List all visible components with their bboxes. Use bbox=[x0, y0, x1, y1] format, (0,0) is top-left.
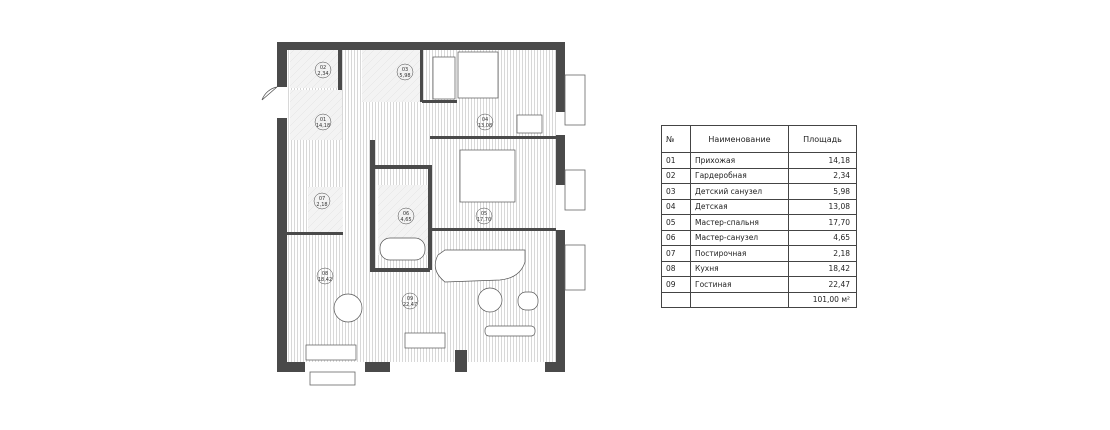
room-label-02: 022,34 bbox=[314, 61, 332, 79]
floor-kids-bath-tile bbox=[362, 50, 422, 102]
entry-door bbox=[261, 86, 278, 101]
cell-area: 14,18 bbox=[788, 152, 857, 169]
cell-area: 18,42 bbox=[788, 260, 857, 277]
cell-number: 08 bbox=[661, 260, 691, 277]
room-label-06: 064,65 bbox=[397, 207, 415, 225]
windows bbox=[309, 74, 586, 386]
cell-name: Постирочная bbox=[690, 245, 789, 262]
cell-name: Детский санузел bbox=[690, 183, 789, 200]
furniture bbox=[305, 51, 543, 361]
walls bbox=[277, 42, 565, 372]
header-number: № bbox=[661, 125, 691, 153]
svg-text:17,70: 17,70 bbox=[477, 217, 491, 223]
svg-text:04: 04 bbox=[482, 117, 488, 123]
svg-text:07: 07 bbox=[319, 196, 325, 202]
table-total-row: 101,00 м² bbox=[661, 291, 857, 308]
cell-name: Гостиная bbox=[690, 276, 789, 293]
svg-text:5,98: 5,98 bbox=[399, 73, 410, 79]
cell-area: 5,98 bbox=[788, 183, 857, 200]
table-header: № Наименование Площадь bbox=[661, 125, 857, 153]
header-name: Наименование bbox=[690, 125, 789, 153]
cell-number: 05 bbox=[661, 214, 691, 231]
svg-text:05: 05 bbox=[481, 211, 487, 217]
header-area: Площадь bbox=[788, 125, 857, 153]
floor-laundry-tile bbox=[308, 187, 343, 232]
total-area: 101,00 м² bbox=[788, 291, 857, 308]
cell-area: 4,65 bbox=[788, 229, 857, 246]
cell-name: Гардеробная bbox=[690, 167, 789, 184]
cell-number: 09 bbox=[661, 276, 691, 293]
cell-area: 2,34 bbox=[788, 167, 857, 184]
cell-name: Кухня bbox=[690, 260, 789, 277]
cell-number: 07 bbox=[661, 245, 691, 262]
floor-wardrobe-tile bbox=[290, 50, 342, 88]
cell-area: 2,18 bbox=[788, 245, 857, 262]
cell-area: 13,08 bbox=[788, 198, 857, 215]
cell-area: 17,70 bbox=[788, 214, 857, 231]
room-label-07: 072,18 bbox=[313, 192, 331, 210]
cell-name: Прихожая bbox=[690, 152, 789, 169]
cell-area: 22,47 bbox=[788, 276, 857, 293]
svg-text:02: 02 bbox=[320, 65, 326, 71]
cell-number: 01 bbox=[661, 152, 691, 169]
room-label-03: 035,98 bbox=[396, 63, 414, 81]
svg-text:2,18: 2,18 bbox=[316, 202, 327, 208]
svg-text:13,08: 13,08 bbox=[478, 123, 492, 129]
cell-number: 06 bbox=[661, 229, 691, 246]
cell-number: 02 bbox=[661, 167, 691, 184]
svg-text:22,47: 22,47 bbox=[403, 302, 417, 308]
svg-text:01: 01 bbox=[320, 117, 326, 123]
svg-text:09: 09 bbox=[407, 296, 413, 302]
svg-text:2,34: 2,34 bbox=[317, 71, 328, 77]
svg-text:4,65: 4,65 bbox=[400, 217, 411, 223]
cell-number: 03 bbox=[661, 183, 691, 200]
svg-text:03: 03 bbox=[402, 67, 408, 73]
cell-name: Мастер-санузел bbox=[690, 229, 789, 246]
cell-name: Мастер-спальня bbox=[690, 214, 789, 231]
svg-text:18,42: 18,42 bbox=[318, 277, 332, 283]
cell-number: 04 bbox=[661, 198, 691, 215]
svg-text:14,18: 14,18 bbox=[316, 123, 330, 129]
svg-text:08: 08 bbox=[322, 271, 328, 277]
floor-entry-tile bbox=[290, 90, 342, 140]
cell-name: Детская bbox=[690, 198, 789, 215]
svg-text:06: 06 bbox=[403, 211, 409, 217]
